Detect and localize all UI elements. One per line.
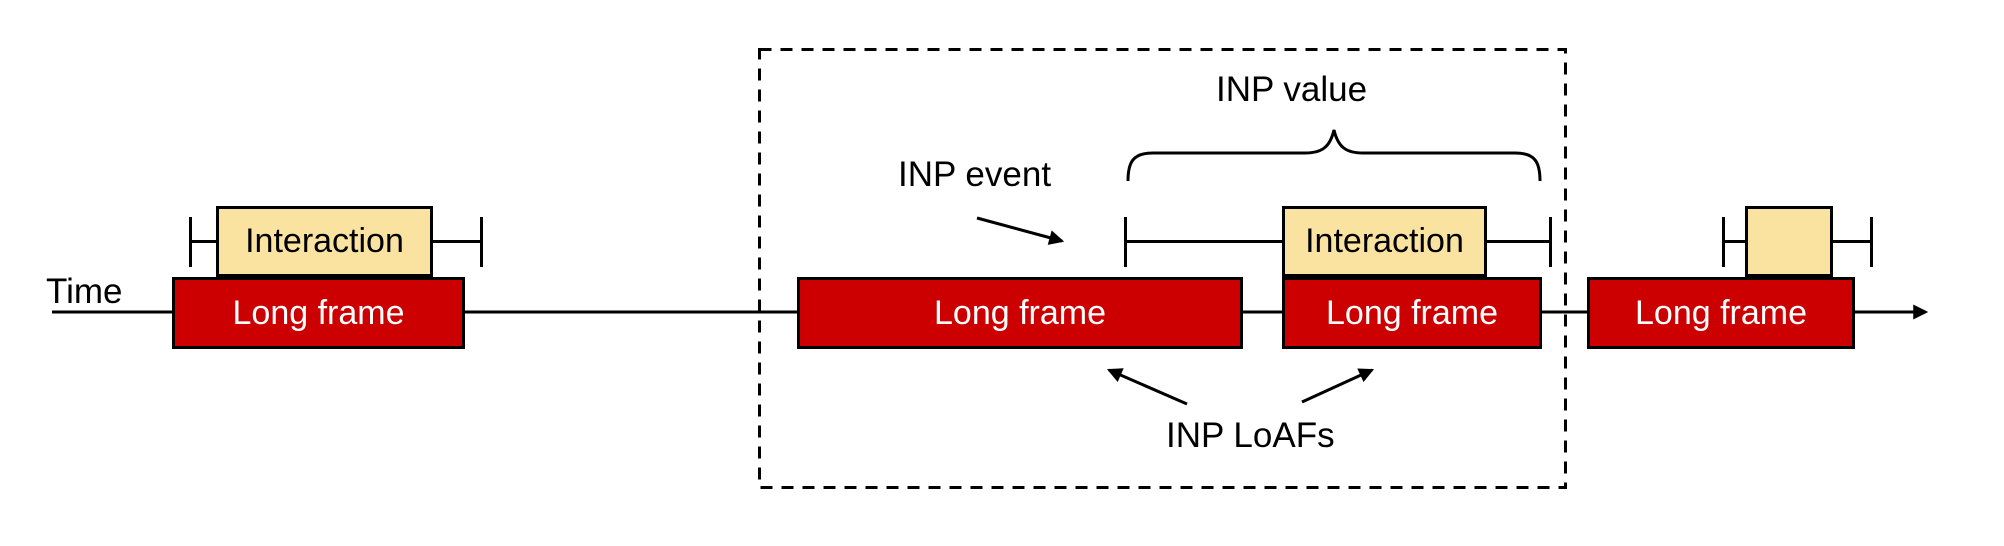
long-frame-box-2: Long frame bbox=[797, 277, 1243, 349]
interaction-box-2-label: Interaction bbox=[1305, 222, 1464, 260]
long-frame-box-1: Long frame bbox=[172, 277, 465, 349]
long-frame-box-4: Long frame bbox=[1587, 277, 1855, 349]
long-frame-box-3: Long frame bbox=[1282, 277, 1542, 349]
inp-value-label: INP value bbox=[1216, 70, 1368, 109]
interaction-box-2: Interaction bbox=[1282, 206, 1487, 277]
time-axis-label: Time bbox=[46, 272, 123, 311]
interaction-box-3 bbox=[1745, 206, 1833, 277]
interaction3-end-tick bbox=[1870, 217, 1873, 267]
inp-event-arrow-icon bbox=[976, 216, 1065, 245]
long-frame-box-2-label: Long frame bbox=[934, 293, 1106, 332]
interaction2-end-tick bbox=[1549, 217, 1552, 267]
interaction3-end-line bbox=[1833, 240, 1872, 243]
inp-event-start-line bbox=[1125, 240, 1282, 243]
inp-loafs-arrow-right-icon bbox=[1301, 368, 1375, 404]
inp-loafs-arrow-left-icon bbox=[1106, 368, 1188, 406]
inp-value-brace-icon bbox=[1126, 129, 1542, 182]
interaction2-end-line bbox=[1487, 240, 1550, 243]
inp-group-outline bbox=[758, 48, 1567, 489]
interaction-box-1-label: Interaction bbox=[245, 222, 404, 260]
interaction1-end-line bbox=[433, 240, 482, 243]
interaction1-end-tick bbox=[480, 217, 483, 267]
interaction1-start-line bbox=[190, 240, 216, 243]
long-frame-box-1-label: Long frame bbox=[232, 293, 405, 332]
long-frame-box-3-label: Long frame bbox=[1326, 293, 1498, 332]
long-frame-box-4-label: Long frame bbox=[1635, 293, 1807, 332]
interaction3-start-line bbox=[1723, 240, 1745, 243]
inp-loafs-label: INP LoAFs bbox=[1166, 416, 1335, 455]
inp-event-label: INP event bbox=[898, 155, 1052, 194]
interaction-box-1: Interaction bbox=[216, 206, 433, 277]
